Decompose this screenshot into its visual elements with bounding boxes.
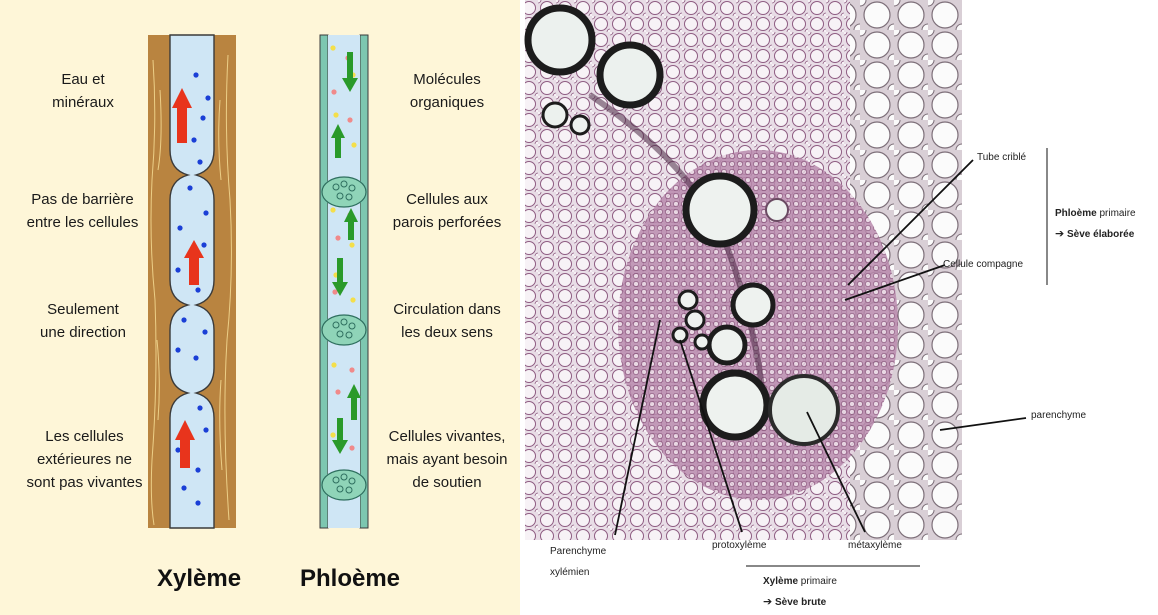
label-cellule-compagne: Cellule compagne: [943, 259, 1023, 270]
phloeme-word: Phloème: [1055, 208, 1097, 219]
vessel: [600, 45, 660, 105]
vessel: [703, 373, 767, 437]
vessel: [770, 376, 838, 444]
label-seve-brute: ➔ Sève brute: [763, 595, 826, 608]
label-tube-crible: Tube criblé: [977, 152, 1026, 163]
xylem-vessel: [148, 35, 236, 528]
micrograph: [520, 0, 1158, 615]
label-parenchyme-xylemien-1: Parenchyme: [550, 546, 606, 557]
xyleme-word: Xylème: [763, 576, 798, 587]
label-seve-elaboree: ➔ Sève élaborée: [1055, 227, 1134, 240]
label-protoxyleme: protoxylème: [712, 540, 766, 551]
micrograph-panel: Tube criblé Cellule compagne Phloème pri…: [520, 0, 1158, 615]
label-xyleme-primaire: Xylème primaire: [763, 576, 837, 587]
primaire-word: primaire: [1097, 208, 1136, 219]
label-phloeme-primaire: Phloème primaire: [1055, 208, 1136, 219]
label-parenchyme-xylemien-2: xylémien: [550, 567, 589, 578]
arrow-right-icon: ➔: [1055, 228, 1064, 240]
phloem-channel: [328, 35, 360, 528]
primaire-word: primaire: [798, 576, 837, 587]
xylem-title: Xylème: [157, 565, 241, 593]
phloem-vessel: [320, 35, 368, 528]
arrow-right-icon: ➔: [763, 596, 772, 608]
vessel: [528, 8, 592, 72]
label-parenchyme: parenchyme: [1031, 410, 1086, 421]
diagram-panel: Eau et minéraux Pas de barrière entre le…: [0, 0, 520, 615]
vessel-drawings: [0, 0, 520, 615]
phloem-title: Phloème: [300, 565, 400, 593]
seve-elaboree-text: Sève élaborée: [1067, 229, 1134, 240]
seve-brute-text: Sève brute: [775, 597, 826, 608]
label-metaxyleme: métaxylème: [848, 540, 902, 551]
